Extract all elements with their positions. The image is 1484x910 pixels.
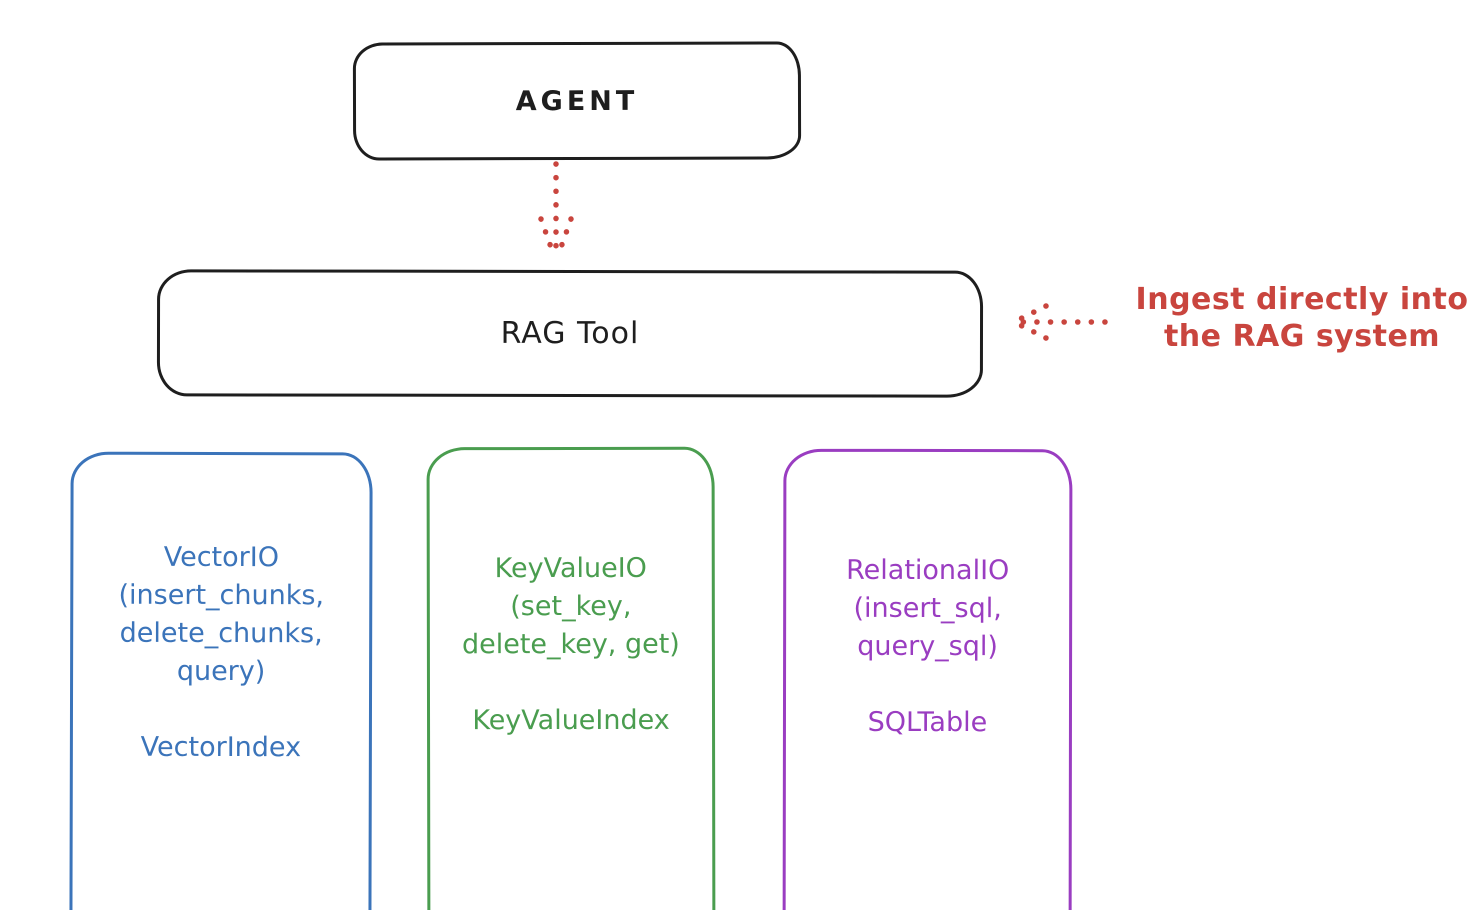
rag-tool-label: RAG Tool: [500, 315, 640, 352]
keyvalue-io-box: KeyValueIO (set_key, delete_key, get) Ke…: [426, 446, 716, 910]
relational-io-methods-line-2: query_sql): [857, 630, 998, 663]
relational-io-box: RelationalIO (insert_sql, query_sql) SQL…: [782, 448, 1073, 910]
agent-box: AGENT: [352, 41, 802, 161]
annotation-to-rag-dotted-arrow-icon: [1014, 303, 1108, 341]
rag-tool-box: RAG Tool: [156, 269, 984, 398]
sql-table-label: SQLTable: [867, 706, 988, 739]
annotation-line-1: Ingest directly into: [1135, 282, 1469, 317]
agent-to-rag-dotted-arrow-icon: [538, 161, 574, 256]
spacer: [73, 691, 369, 730]
annotation-text: Ingest directly into the RAG system: [1122, 281, 1482, 355]
vector-io-methods-line-1: (insert_chunks,: [118, 579, 325, 612]
vector-io-box: VectorIO (insert_chunks, delete_chunks, …: [69, 451, 373, 910]
keyvalue-io-title: KeyValueIO: [494, 552, 647, 585]
spacer: [430, 664, 712, 702]
vector-io-title: VectorIO: [163, 541, 280, 574]
agent-label: AGENT: [515, 85, 639, 117]
vector-index-label: VectorIndex: [140, 731, 302, 764]
keyvalue-index-label: KeyValueIndex: [472, 704, 670, 737]
vector-io-methods-line-3: query): [176, 655, 266, 688]
relational-io-methods-line-1: (insert_sql,: [853, 592, 1002, 625]
relational-io-title: RelationalIO: [846, 554, 1010, 587]
keyvalue-io-methods-line-2: delete_key, get): [461, 628, 680, 661]
keyvalue-io-methods-line-1: (set_key,: [510, 590, 632, 623]
annotation-line-2: the RAG system: [1163, 319, 1441, 354]
vector-io-methods-line-2: delete_chunks,: [119, 617, 323, 650]
spacer: [786, 666, 1069, 704]
